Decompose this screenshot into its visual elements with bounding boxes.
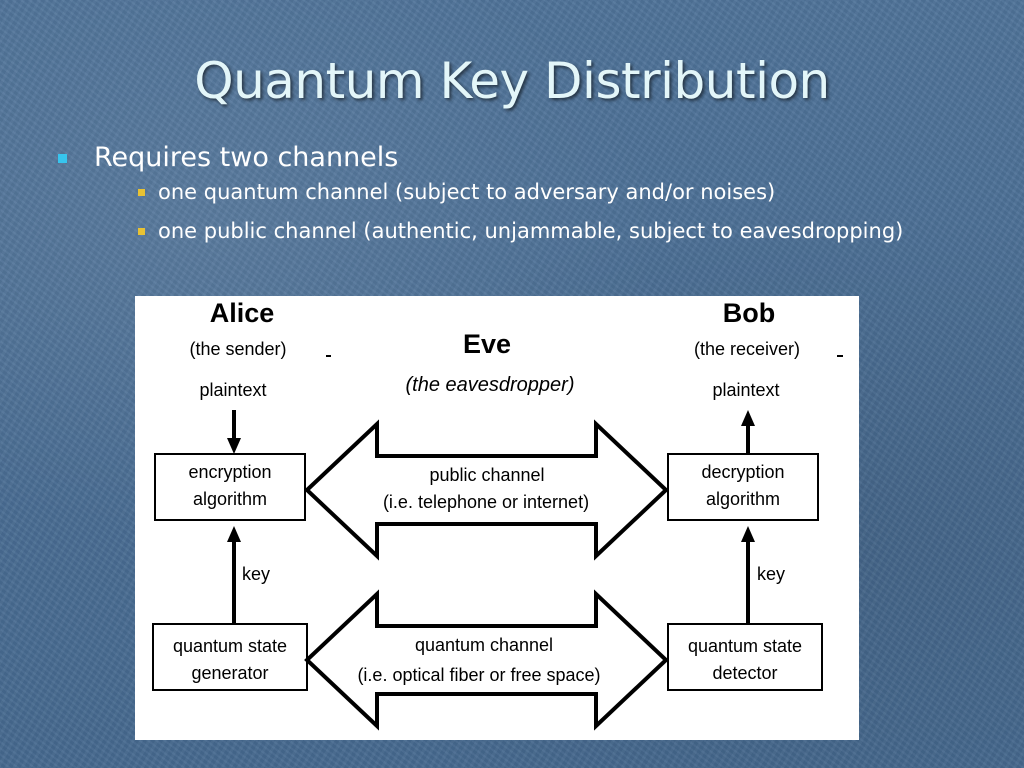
quantum-channel-arrow: quantum channel (i.e. optical fiber or f…: [304, 589, 669, 731]
public-channel-example: (i.e. telephone or internet): [383, 492, 589, 512]
bob-plaintext: plaintext: [712, 380, 779, 400]
arrow-down-icon: [227, 410, 241, 454]
svg-text:algorithm: algorithm: [706, 489, 780, 509]
bob-role: (the receiver): [694, 339, 800, 359]
svg-text:generator: generator: [191, 663, 268, 683]
key-label-right: key: [757, 564, 785, 584]
decryption-algorithm-box: decryption algorithm: [667, 453, 819, 521]
quantum-state-generator-box: quantum state generator: [152, 623, 308, 691]
public-channel-arrow: public channel (i.e. telephone or intern…: [304, 419, 669, 561]
sub-bullet-square-icon: [138, 189, 145, 196]
arrow-up-icon: [227, 526, 241, 624]
bullet-square-icon: [58, 154, 67, 163]
quantum-channel-label: quantum channel: [415, 635, 553, 655]
bullet-text: Requires two channels: [94, 142, 399, 173]
sub-bullet-square-icon: [138, 228, 145, 235]
arrow-up-icon: [741, 526, 755, 624]
qkd-diagram: Alice (the sender) plaintext Bob (the re…: [135, 296, 859, 740]
svg-text:detector: detector: [712, 663, 777, 683]
eve-role: (the eavesdropper): [406, 374, 575, 396]
quantum-state-detector-box: quantum state detector: [667, 623, 823, 691]
sub-bullet-item: one public channel (authentic, unjammabl…: [138, 217, 958, 246]
eve-label: Eve: [463, 329, 511, 359]
slide-title: Quantum Key Distribution: [194, 52, 830, 110]
alice-plaintext: plaintext: [199, 380, 266, 400]
sub-bullet-text: one public channel (authentic, unjammabl…: [158, 219, 904, 243]
svg-text:encryption: encryption: [188, 462, 271, 482]
public-channel-label: public channel: [429, 465, 544, 485]
arrow-up-icon: [741, 410, 755, 454]
key-label-left: key: [242, 564, 270, 584]
quantum-channel-example: (i.e. optical fiber or free space): [357, 665, 600, 685]
svg-text:quantum state: quantum state: [173, 636, 287, 656]
encryption-algorithm-box: encryption algorithm: [154, 453, 306, 521]
svg-text:algorithm: algorithm: [193, 489, 267, 509]
bob-label: Bob: [723, 298, 775, 328]
svg-text:decryption: decryption: [701, 462, 784, 482]
qkd-diagram-svg: Alice (the sender) plaintext Bob (the re…: [152, 298, 843, 731]
sub-bullet-text: one quantum channel (subject to adversar…: [158, 180, 776, 204]
bullet-item: Requires two channels: [58, 140, 958, 176]
sub-bullet-item: one quantum channel (subject to adversar…: [138, 178, 958, 207]
bullet-list: Requires two channels one quantum channe…: [58, 140, 958, 246]
svg-text:quantum state: quantum state: [688, 636, 802, 656]
alice-label: Alice: [210, 298, 275, 328]
alice-role: (the sender): [189, 339, 286, 359]
